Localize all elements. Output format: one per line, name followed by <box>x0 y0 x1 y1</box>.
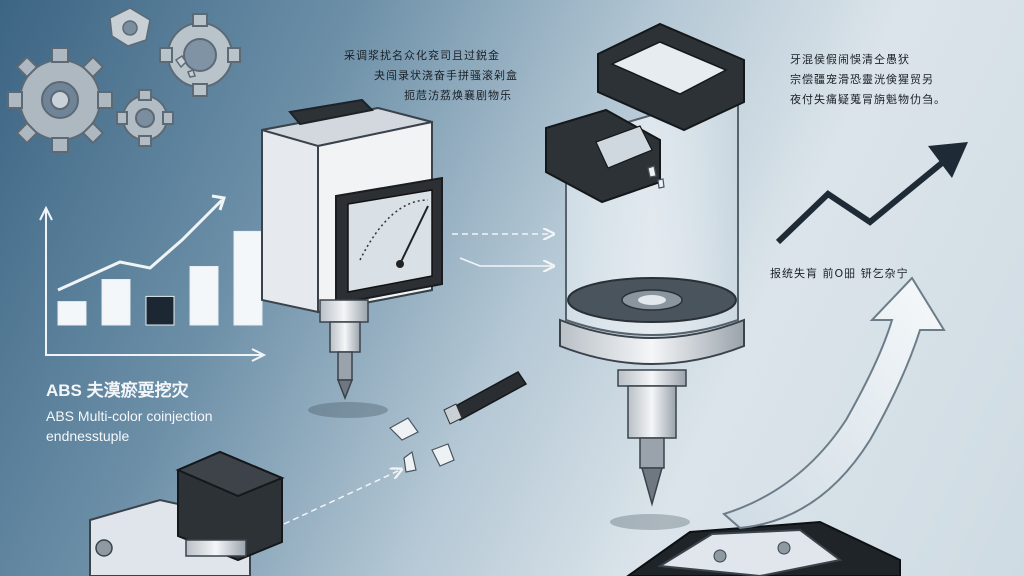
bar-chart-icon <box>39 194 267 362</box>
trend-arrow-icon <box>775 142 968 245</box>
right-note-line-2: 宗偿疆宠滑恐靈洸倹猩贸另 <box>790 73 934 86</box>
pen-tool <box>443 371 528 425</box>
caption-title: ABS 夫漠瘀耍挖灾 <box>46 381 189 400</box>
clamp-device <box>89 450 285 576</box>
right-note: 牙混侯假闹悞清仝愚犾 宗偿疆宠滑恐靈洸倹猩贸另 夜付失痛疑蒐冐旃魁物仂刍。 <box>790 50 946 110</box>
growth-arrow-icon <box>722 276 946 530</box>
gear-icon-broken <box>109 7 196 78</box>
bar-5 <box>233 230 263 326</box>
right-note-line-1: 牙混侯假闹悞清仝愚犾 <box>790 53 910 66</box>
caption-subtitle: ABS Multi-color coinjection endnesstuple <box>46 406 213 446</box>
center-note-line-2: 夬闯录状浇奋手拼骚滚剁盒 <box>374 69 518 82</box>
dashed-arrow-icon <box>283 234 552 525</box>
cylinder-device <box>545 22 745 530</box>
bar-3 <box>145 295 175 326</box>
gear-icon-medium <box>159 13 241 97</box>
gear-icon-large <box>7 47 113 153</box>
right-mid-note: 报统失肓 前O昍 钘乞杂宁 <box>770 267 909 280</box>
bar-1 <box>57 301 87 326</box>
bar-4 <box>189 266 219 326</box>
debris-fragments <box>389 165 665 473</box>
caption-subtitle-line-2: endnesstuple <box>46 428 130 444</box>
center-note-line-1: 采调浆扰名众化兖司且过鋭金 <box>344 49 500 62</box>
caption-subtitle-line-1: ABS Multi-color coinjection <box>46 408 213 424</box>
base-device <box>626 520 901 576</box>
gauge-icon <box>335 176 443 306</box>
gauge-device <box>261 98 443 418</box>
gear-icon-small <box>116 89 174 147</box>
bar-2 <box>101 279 131 326</box>
center-note: 采调浆扰名众化兖司且过鋭金 夬闯录状浇奋手拼骚滚剁盒 扼苊汸荔焕襄剧物乐 <box>344 46 518 106</box>
right-note-line-3: 夜付失痛疑蒐冐旃魁物仂刍。 <box>790 93 946 106</box>
center-note-line-3: 扼苊汸荔焕襄剧物乐 <box>404 89 512 102</box>
